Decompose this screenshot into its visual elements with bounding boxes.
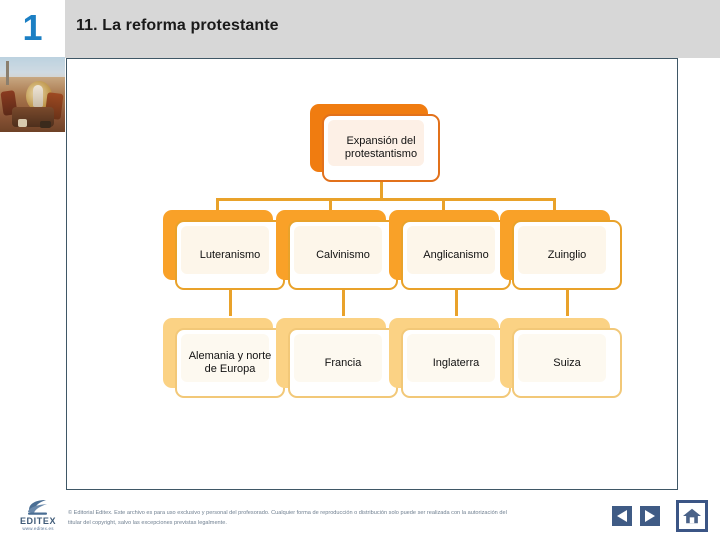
editex-url-text: www.editex.es: [22, 526, 54, 531]
node-movement-1-face: Calvinismo: [288, 220, 398, 290]
connector-drop-3: [442, 198, 445, 218]
node-movement-0[interactable]: Luteranismo: [163, 210, 285, 290]
node-movement-2[interactable]: Anglicanismo: [389, 210, 511, 290]
arrow-right-icon: [645, 510, 655, 522]
next-slide-button[interactable]: [640, 506, 660, 526]
connector-drop-4: [553, 198, 556, 218]
node-region-3-label: Suiza: [553, 356, 581, 369]
thumbnail-detail-b: [40, 121, 51, 128]
chapter-number: 1: [22, 7, 43, 48]
home-button[interactable]: [676, 500, 708, 532]
connector-branch-1: [342, 290, 345, 316]
arrow-left-icon: [617, 510, 627, 522]
editex-logo[interactable]: EDITEX www.editex.es: [14, 498, 62, 534]
editex-brand-text: EDITEX: [19, 516, 57, 526]
historical-painting-thumbnail: [0, 57, 65, 132]
header-band: [0, 0, 720, 58]
node-region-2[interactable]: Inglaterra: [389, 318, 511, 398]
node-region-1-face: Francia: [288, 328, 398, 398]
node-region-1[interactable]: Francia: [276, 318, 398, 398]
home-button-inner: [679, 503, 705, 529]
node-movement-1-label: Calvinismo: [316, 248, 370, 261]
chapter-number-plate: 1: [0, 0, 65, 58]
node-region-2-label: Inglaterra: [432, 356, 480, 369]
book-stack-icon: [26, 498, 50, 516]
node-root-label: Expansión del protestantismo: [344, 135, 418, 160]
node-movement-3-label: Zuinglio: [547, 248, 587, 261]
node-movement-3[interactable]: Zuinglio: [500, 210, 622, 290]
node-region-1-label: Francia: [324, 356, 362, 369]
node-movement-0-face: Luteranismo: [175, 220, 285, 290]
node-region-2-face: Inglaterra: [401, 328, 511, 398]
connector-drop-2: [329, 198, 332, 218]
thumbnail-mast: [6, 61, 9, 85]
node-movement-3-face: Zuinglio: [512, 220, 622, 290]
connector-root-stem: [380, 182, 383, 200]
node-movement-2-face: Anglicanismo: [401, 220, 511, 290]
footer-navigation: [612, 498, 708, 534]
connector-branch-3: [566, 290, 569, 316]
node-root-face: Expansión del protestantismo: [322, 114, 440, 182]
node-region-3[interactable]: Suiza: [500, 318, 622, 398]
node-movement-1[interactable]: Calvinismo: [276, 210, 398, 290]
connector-bus: [216, 198, 556, 201]
node-movement-0-label: Luteranismo: [199, 248, 261, 261]
thumbnail-detail-a: [18, 119, 27, 127]
node-movement-2-label: Anglicanismo: [423, 248, 489, 261]
home-icon: [683, 508, 701, 524]
node-region-0-face: Alemania y norte de Europa: [175, 328, 285, 398]
node-root[interactable]: Expansión del protestantismo: [310, 104, 440, 182]
node-region-0[interactable]: Alemania y norte de Europa: [163, 318, 285, 398]
previous-slide-button[interactable]: [612, 506, 632, 526]
node-region-3-face: Suiza: [512, 328, 622, 398]
connector-branch-2: [455, 290, 458, 316]
connector-drop-1: [216, 198, 219, 218]
org-chart-diagram: Expansión del protestantismo Luteranismo…: [66, 58, 678, 490]
connector-branch-0: [229, 290, 232, 316]
footer-copyright-text: © Editorial Editex. Este archivo es para…: [68, 510, 507, 526]
page-title: 11. La reforma protestante: [76, 17, 279, 34]
thumbnail-figure-center: [33, 85, 43, 107]
node-region-0-label: Alemania y norte de Europa: [188, 350, 272, 375]
